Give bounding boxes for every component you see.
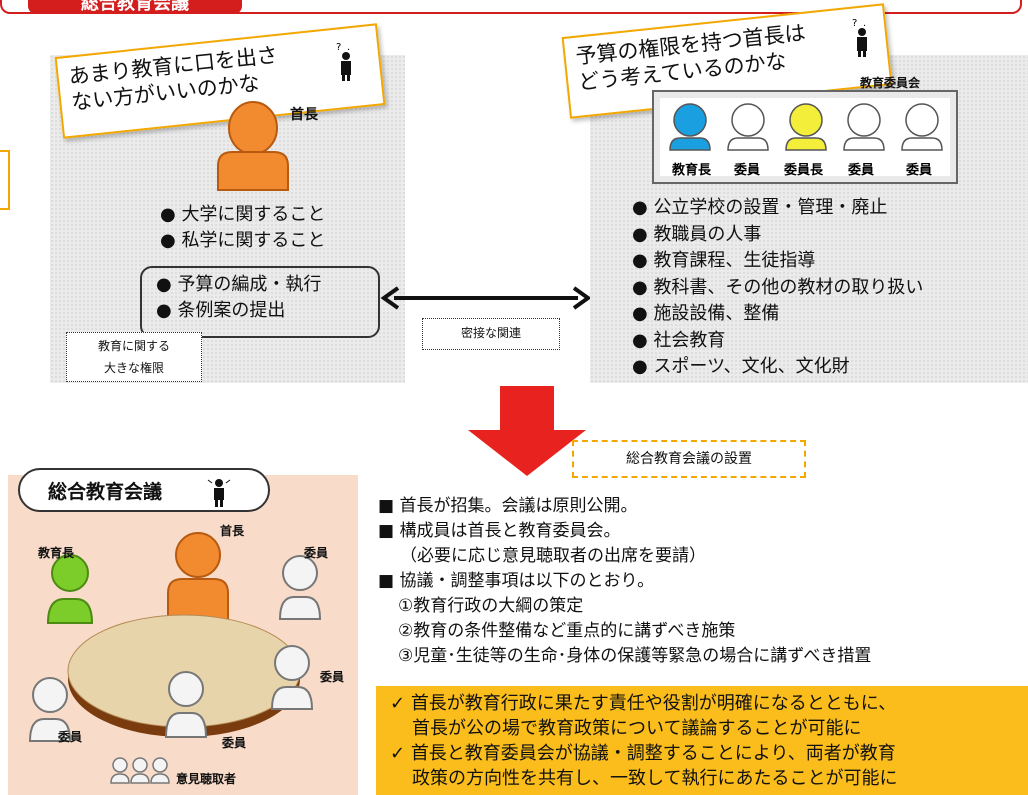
member-seat-icon bbox=[278, 555, 322, 620]
double-arrow-icon bbox=[380, 286, 592, 310]
list-item: 教職員の人事 bbox=[632, 222, 923, 249]
list-item: 社会教育 bbox=[632, 328, 923, 355]
wondering-person-icon: ?. bbox=[852, 18, 867, 57]
close-relation-label: 密接な関連 bbox=[422, 318, 560, 350]
meeting-table-illustration bbox=[28, 532, 322, 784]
meeting-member-label: 委員 bbox=[320, 670, 345, 684]
list-item: スポーツ、文化、文化財 bbox=[632, 354, 923, 381]
info-subitem: ③児童･生徒等の生命･身体の保護等緊急の場合に講ずべき措置 bbox=[398, 646, 872, 666]
board-responsibilities: 公立学校の設置・管理・廃止 教職員の人事 教育課程、生徒指導 教科書、その他の教… bbox=[632, 195, 923, 381]
member-label: 教育長 bbox=[671, 162, 712, 178]
banner-title: 総合教育会議 bbox=[28, 0, 242, 14]
benefit-line: 首長が公の場で教育政策について議論することが可能に bbox=[412, 718, 862, 739]
member-label: 委員長 bbox=[783, 162, 824, 178]
list-item: 公立学校の設置・管理・廃止 bbox=[632, 195, 923, 222]
board-member-icon bbox=[843, 103, 885, 151]
info-item: 首長が招集。会議は原則公開。 bbox=[378, 494, 1028, 519]
meeting-mayor-label: 首長 bbox=[220, 524, 245, 538]
info-item: 協議・調整事項は以下のとおり。 bbox=[378, 569, 1028, 594]
mayor-label: 首長 bbox=[290, 107, 318, 123]
info-subitem: ①教育行政の大綱の策定 bbox=[398, 596, 584, 616]
power-note: 教育に関する 大きな権限 bbox=[66, 332, 202, 382]
member-seat-icon bbox=[28, 677, 72, 742]
setup-label: 総合教育会議の設置 bbox=[572, 440, 806, 478]
power-note-line-2: 大きな権限 bbox=[103, 361, 164, 375]
member-label: 委員 bbox=[905, 162, 932, 178]
mayor-responsibilities: 大学に関すること 私学に関すること bbox=[160, 202, 325, 254]
board-member-icon bbox=[727, 103, 769, 151]
board-title: 教育委員会 bbox=[860, 76, 921, 90]
member-seat-icon bbox=[270, 645, 314, 710]
meeting-member-label: 委員 bbox=[58, 730, 83, 744]
list-item: 条例案の提出 bbox=[156, 298, 364, 324]
list-item: 施設設備、整備 bbox=[632, 301, 923, 328]
member-seat-icon bbox=[164, 671, 208, 738]
speaking-person-icon bbox=[207, 479, 231, 507]
info-subitem: ②教育の条件整備など重点的に講ずべき施策 bbox=[398, 621, 736, 641]
list-item: 大学に関すること bbox=[160, 202, 325, 228]
edge-callout bbox=[0, 150, 10, 210]
info-note: （必要に応じ意見聴取者の出席を要請） bbox=[400, 546, 706, 566]
power-note-line-1: 教育に関する bbox=[97, 339, 170, 353]
meeting-member-label: 委員 bbox=[304, 546, 329, 560]
board-member-superintendent-icon bbox=[669, 103, 711, 151]
svg-text:?: ? bbox=[336, 42, 341, 53]
meeting-listeners-label: 意見聴取者 bbox=[176, 772, 237, 786]
member-label: 委員 bbox=[733, 162, 760, 178]
list-item: 予算の編成・執行 bbox=[156, 272, 364, 298]
board-members: 教育長 委員 委員長 委員 委員 bbox=[669, 103, 943, 178]
svg-text:.: . bbox=[863, 18, 866, 29]
listeners-icon bbox=[110, 757, 170, 784]
meeting-superintendent-label: 教育長 bbox=[38, 546, 75, 560]
superintendent-seat-icon bbox=[46, 554, 94, 624]
down-arrow-icon bbox=[468, 386, 586, 476]
list-item: 私学に関すること bbox=[160, 228, 325, 254]
mayor-figure-icon bbox=[217, 101, 289, 191]
wondering-person-icon: ?. bbox=[336, 42, 351, 81]
benefit-line: 首長が教育行政に果たす責任や役割が明確になるとともに、 bbox=[390, 691, 1028, 716]
benefits-box: 首長が教育行政に果たす責任や役割が明確になるとともに、 首長が公の場で教育政策に… bbox=[376, 686, 1028, 795]
svg-text:.: . bbox=[347, 42, 350, 53]
budget-authority-box: 予算の編成・執行 条例案の提出 bbox=[140, 266, 380, 338]
member-label: 委員 bbox=[847, 162, 874, 178]
info-item: 構成員は首長と教育委員会。 bbox=[378, 519, 1028, 544]
list-item: 教科書、その他の教材の取り扱い bbox=[632, 275, 923, 302]
meeting-info: 首長が招集。会議は原則公開。 構成員は首長と教育委員会。 （必要に応じ意見聴取者… bbox=[378, 494, 1028, 669]
board-chair-icon bbox=[785, 103, 827, 151]
meeting-title: 総合教育会議 bbox=[18, 468, 270, 512]
benefit-line: 政策の方向性を共有し、一致して執行にあたることが可能に bbox=[412, 768, 898, 789]
benefit-line: 首長と教育委員会が協議・調整することにより、両者が教育 bbox=[390, 741, 1028, 766]
list-item: 教育課程、生徒指導 bbox=[632, 248, 923, 275]
svg-text:?: ? bbox=[852, 18, 857, 29]
board-member-icon bbox=[901, 103, 943, 151]
meeting-member-label: 委員 bbox=[222, 736, 247, 750]
banner-border bbox=[0, 0, 1022, 14]
